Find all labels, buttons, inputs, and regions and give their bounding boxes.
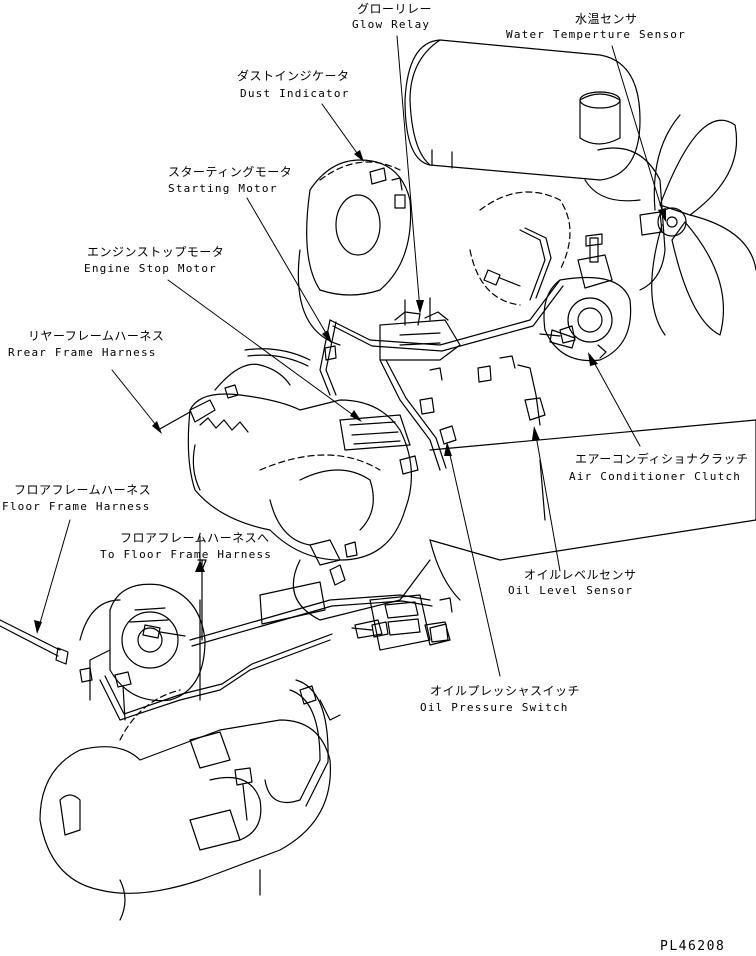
hydraulic-pump-left	[80, 584, 205, 700]
water-temp-sensor-label-en: Water Temperture Sensor	[506, 28, 686, 41]
water-temp-sensor-label-jp: 水温センサ	[575, 12, 638, 26]
to-floor-frame-harness-label-en: To Floor Frame Harness	[100, 548, 273, 561]
floor-frame-harness-route	[100, 542, 432, 720]
engine-block	[293, 420, 756, 620]
engine-stop-motor-label-en: Engine Stop Motor	[84, 262, 217, 275]
rear-frame-harness-label-en: Rrear Frame Harness	[8, 346, 157, 359]
thermostat-housing	[578, 148, 665, 290]
dust-indicator-assembly	[298, 160, 410, 345]
arrow-heads	[34, 150, 666, 634]
rear-frame-harness-label-jp: リヤーフレームハーネス	[28, 329, 165, 343]
oil-level-sensor-label-en: Oil Level Sensor	[508, 584, 634, 597]
glow-relay-label-jp: グローリレー	[357, 2, 433, 16]
main-harness	[320, 228, 563, 470]
starting-motor-label-en: Starting Motor	[168, 182, 278, 195]
floor-frame-harness-label-en: Floor Frame Harness	[2, 500, 151, 513]
oil-pressure-switch-cluster	[355, 595, 452, 650]
dust-indicator-label-en: Dust Indicator	[240, 87, 350, 100]
rear-frame-connector	[158, 349, 310, 430]
to-floor-frame-harness-label-jp: フロアフレームハーネスへ	[120, 531, 270, 545]
floor-frame-wire	[0, 620, 92, 682]
air-conditioner-clutch-label-jp: エアーコンディショナクラッチ	[575, 452, 749, 466]
starting-motor-housing	[188, 394, 411, 560]
oil-pressure-switch-label-jp: オイルプレッシャスイッチ	[430, 684, 581, 698]
leader-lines	[38, 36, 665, 676]
oil-level-sensor-label-jp: オイルレベルセンサ	[524, 568, 637, 582]
air-conditioner-compressor	[544, 278, 631, 361]
starting-motor-label-jp: スターティングモータ	[168, 165, 293, 179]
connectors	[300, 346, 545, 720]
air-conditioner-clutch-label-en: Air Conditioner Clutch	[569, 470, 742, 483]
glow-relay-label-en: Glow Relay	[352, 18, 431, 31]
hidden-lines	[120, 162, 570, 740]
dust-indicator-label-jp: ダストインジケータ	[237, 69, 350, 83]
air-cleaner-tank	[405, 40, 640, 201]
floor-frame-harness-label-jp: フロアフレームハーネス	[14, 483, 152, 497]
lower-pump-assembly	[40, 680, 330, 920]
cooling-fan	[652, 115, 756, 335]
glow-relay-block	[380, 298, 460, 360]
drawing-code: PL46208	[660, 939, 726, 954]
engine-stop-motor-label-jp: エンジンストップモータ	[87, 245, 225, 259]
bolts	[115, 270, 575, 820]
oil-pressure-switch-label-en: Oil Pressure Switch	[420, 701, 569, 714]
